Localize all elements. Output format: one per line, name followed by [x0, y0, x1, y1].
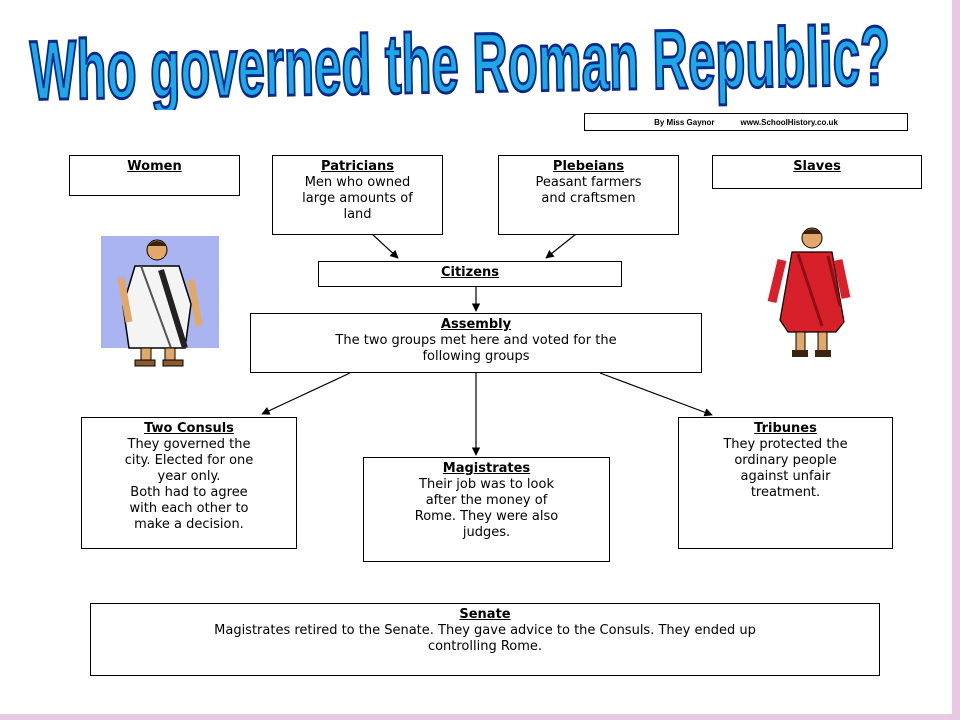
credit-website: www.SchoolHistory.co.uk	[740, 117, 838, 127]
tribunes-text: They protected the ordinary people again…	[723, 437, 848, 500]
plebeians-text: Peasant farmers and craftsmen	[535, 175, 642, 206]
citizens-heading: Citizens	[440, 265, 500, 280]
credit-author: By Miss Gaynor	[654, 117, 715, 127]
page-title: Who governed the Roman Republic?	[29, 9, 891, 110]
citizens-box: Citizens	[318, 261, 622, 287]
patricians-text: Men who owned large amounts of land	[302, 175, 413, 222]
arrow-patricians-citizens	[371, 233, 399, 259]
plebeians-box: Plebeians Peasant farmers and craftsmen	[498, 155, 679, 235]
arrow-assembly-consuls	[261, 372, 351, 415]
consuls-heading: Two Consuls	[144, 421, 234, 436]
roman-citizen-illustration	[101, 236, 219, 367]
patricians-box: Patricians Men who owned large amounts o…	[272, 155, 443, 235]
title-banner: Who governed the Roman Republic?	[28, 7, 893, 110]
women-heading: Women	[127, 159, 182, 174]
magistrates-heading: Magistrates	[442, 461, 531, 476]
assembly-box: Assembly The two groups met here and vot…	[250, 313, 702, 373]
arrow-plebeians-citizens	[545, 233, 577, 259]
consuls-text: They governed the city. Elected for one …	[124, 437, 254, 532]
slaves-heading: Slaves	[793, 159, 841, 174]
senate-text: Magistrates retired to the Senate. They …	[214, 623, 756, 654]
assembly-heading: Assembly	[440, 317, 512, 332]
patricians-heading: Patricians	[321, 159, 394, 174]
magistrates-box: Magistrates Their job was to look after …	[363, 457, 610, 562]
tribunes-heading: Tribunes	[754, 421, 817, 436]
senate-box: Senate Magistrates retired to the Senate…	[90, 603, 880, 676]
assembly-text: The two groups met here and voted for th…	[335, 333, 617, 364]
credit-box: By Miss Gaynor www.SchoolHistory.co.uk	[584, 113, 908, 131]
consuls-box: Two Consuls They governed the city. Elec…	[81, 417, 297, 549]
women-box: Women	[69, 155, 240, 196]
slaves-box: Slaves	[712, 155, 922, 189]
arrow-assembly-tribunes	[599, 372, 713, 417]
roman-slave-illustration	[767, 227, 851, 357]
senate-heading: Senate	[459, 607, 511, 622]
magistrates-text: Their job was to look after the money of…	[414, 477, 559, 540]
tribunes-box: Tribunes They protected the ordinary peo…	[678, 417, 893, 549]
plebeians-heading: Plebeians	[552, 159, 625, 174]
